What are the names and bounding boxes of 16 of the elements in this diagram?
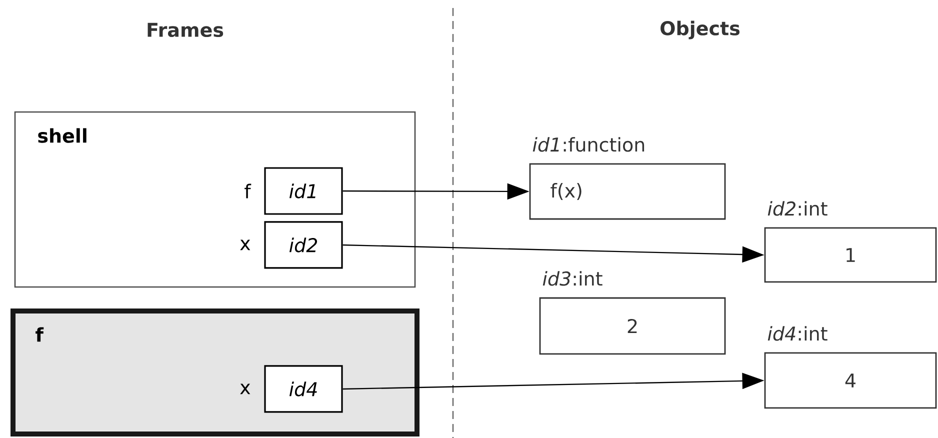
reference-box: id1 bbox=[264, 167, 343, 215]
reference-box: id4 bbox=[264, 365, 343, 413]
variable-name: x bbox=[240, 384, 250, 394]
variable-name: x bbox=[240, 240, 250, 250]
object-label: id2:int bbox=[768, 201, 828, 216]
variable-name: f bbox=[244, 184, 252, 198]
object-box: 4 bbox=[764, 352, 937, 409]
object-label: id1:function bbox=[532, 137, 644, 152]
object-label: id4:int bbox=[768, 326, 828, 341]
reference-box: id2 bbox=[264, 221, 343, 269]
column-heading: Objects bbox=[660, 20, 740, 40]
object-box: 1 bbox=[764, 227, 937, 283]
object-label: id3:int bbox=[542, 271, 602, 286]
object-box: 2 bbox=[539, 297, 726, 355]
column-heading: Frames bbox=[148, 22, 224, 38]
object-box: f(x) bbox=[529, 163, 726, 220]
